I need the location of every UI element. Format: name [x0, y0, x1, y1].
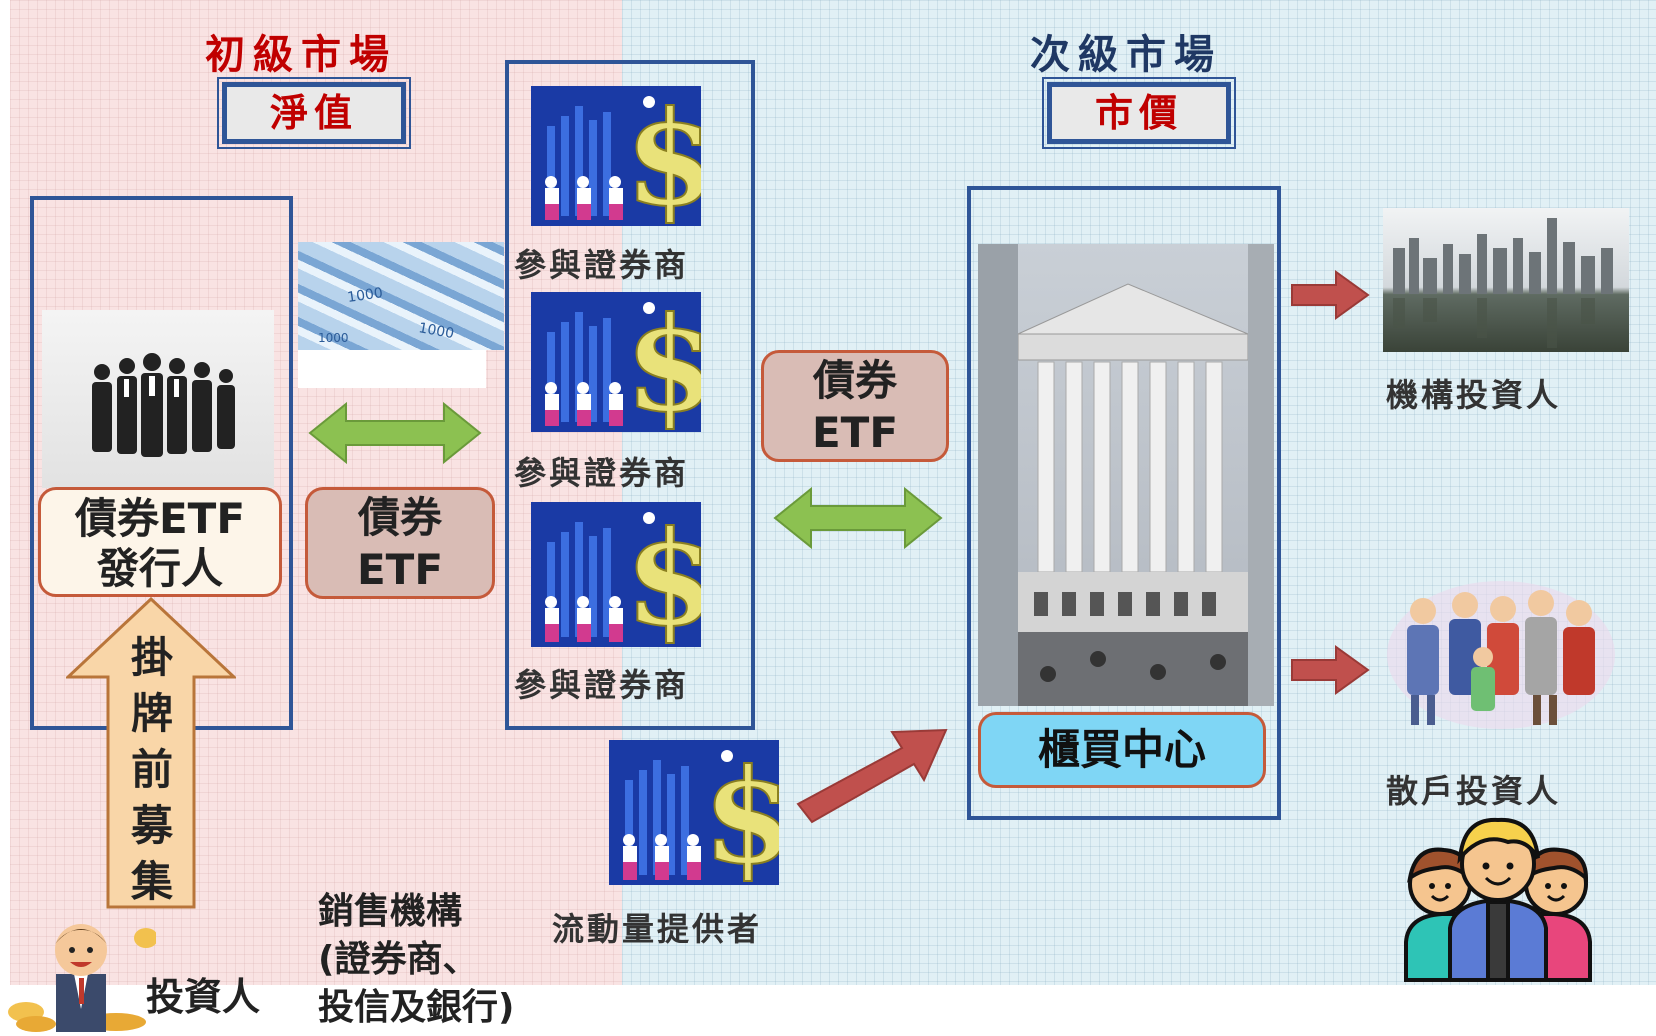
institutional-investor-label: 機構投資人	[1386, 376, 1562, 414]
svg-text:$: $	[625, 292, 701, 432]
pre-listing-char: 掛	[130, 633, 173, 682]
trading-arrow	[773, 486, 943, 550]
nav-label-box: 淨值	[217, 77, 411, 149]
otc-center-label: 櫃買中心	[978, 712, 1266, 788]
participating-dealer-label-3: 參與證券商	[514, 666, 690, 704]
sales-agency-line2: (證券商、	[318, 939, 479, 980]
issuer-label-line1: 債券ETF	[74, 494, 246, 543]
creation-redemption-arrow	[308, 401, 482, 465]
bond-etf-issuer-label: 債券ETF 發行人	[38, 487, 282, 597]
pre-listing-char: 前	[130, 745, 173, 794]
people-group-icon	[1398, 812, 1598, 982]
svg-text:1000: 1000	[318, 331, 349, 345]
bond-etf-line2: ETF	[356, 545, 444, 594]
participating-dealer-label-2: 參與證券商	[514, 454, 690, 492]
pre-listing-char: 募	[130, 801, 173, 850]
pre-listing-arrow	[66, 597, 236, 909]
business-people-image	[42, 310, 274, 488]
retail-crowd-image	[1383, 575, 1619, 735]
pre-listing-fundraising-label: 掛 牌 前 募 集	[110, 630, 194, 910]
sales-agency-line3: 投信及銀行)	[318, 987, 515, 1028]
pre-listing-char: 牌	[130, 689, 173, 738]
dealer-image-1: $	[531, 86, 701, 226]
dealers-frame	[505, 60, 755, 730]
sales-agency-line1: 銷售機構	[318, 891, 463, 932]
svg-text:$: $	[703, 740, 779, 885]
sales-agency-label: 銷售機構 (證券商、 投信及銀行)	[318, 888, 514, 1032]
bond-etf-line2: ETF	[811, 408, 899, 457]
bond-etf-secondary-pill: 債券 ETF	[761, 350, 949, 462]
otc-exchange-frame	[967, 186, 1281, 820]
primary-market-title: 初級市場	[205, 31, 397, 78]
svg-text:$: $	[625, 502, 701, 647]
exchange-building-image	[978, 244, 1274, 706]
svg-text:$: $	[625, 86, 701, 226]
bond-etf-line1: 債券	[812, 356, 897, 405]
investor-cartoon-icon	[6, 914, 158, 1032]
dealer-image-2: $	[531, 292, 701, 432]
banknotes-image: 1000 1000 1000	[298, 242, 504, 350]
banknotes-caption-blank	[298, 350, 486, 388]
secondary-market-title: 次級市場	[1030, 31, 1222, 78]
retail-investor-label: 散戶投資人	[1386, 772, 1562, 810]
liquidity-provider-label: 流動量提供者	[552, 910, 763, 948]
svg-text:1000: 1000	[346, 285, 384, 306]
svg-text:1000: 1000	[417, 320, 455, 342]
dealer-image-3: $	[531, 502, 701, 647]
liquidity-arrow	[796, 728, 948, 824]
pre-listing-char: 集	[130, 857, 173, 906]
bond-etf-primary-pill: 債券 ETF	[305, 487, 495, 599]
arrow-to-institutional	[1291, 270, 1370, 320]
arrow-to-retail	[1291, 645, 1370, 695]
market-price-label-box: 市價	[1042, 77, 1236, 149]
city-skyline-image	[1383, 208, 1629, 352]
participating-dealer-label-1: 參與證券商	[514, 246, 690, 284]
investor-label: 投資人	[146, 975, 261, 1019]
issuer-label-line2: 發行人	[96, 544, 223, 593]
liquidity-provider-image: $	[609, 740, 779, 885]
bond-etf-line1: 債券	[357, 493, 442, 542]
